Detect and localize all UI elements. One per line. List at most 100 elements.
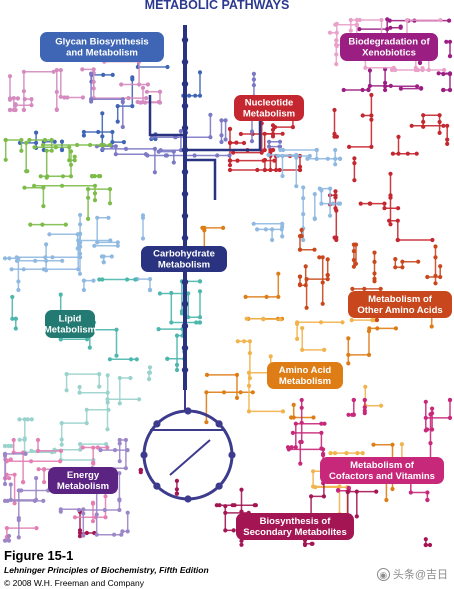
- metabolite-node: [41, 498, 46, 503]
- metabolite-node: [379, 403, 384, 408]
- metabolite-node: [223, 510, 228, 515]
- metabolite-node: [140, 236, 146, 241]
- map-title: METABOLIC PATHWAYS: [145, 0, 290, 12]
- metabolite-node: [59, 147, 65, 153]
- metabolite-node: [447, 71, 453, 77]
- label-secondary-box: [236, 513, 354, 540]
- pathway-line: [106, 398, 140, 431]
- metabolite-node: [128, 375, 133, 381]
- metabolite-node: [383, 87, 388, 93]
- metabolite-node: [90, 519, 96, 524]
- metabolite-node: [354, 489, 359, 494]
- metabolite-node: [16, 279, 21, 284]
- metabolite-node: [174, 367, 180, 373]
- metabolite-node: [59, 437, 64, 442]
- metabolite-node: [301, 212, 306, 217]
- metabolite-node: [426, 67, 431, 73]
- metabolite-node: [299, 227, 304, 233]
- metabolite-node: [35, 437, 41, 443]
- central-carbohydrate-axis: [148, 25, 262, 390]
- metabolite-node: [375, 326, 380, 331]
- metabolite-node: [11, 96, 16, 101]
- metabolite-node: [115, 240, 120, 245]
- metabolite-node: [107, 187, 113, 192]
- metabolite-node: [430, 237, 435, 243]
- metabolite-node: [232, 503, 237, 508]
- metabolite-node: [445, 137, 450, 142]
- metabolite-node: [416, 259, 421, 264]
- metabolite-node: [297, 282, 303, 287]
- metabolite-node: [328, 451, 333, 456]
- metabolite-node: [298, 439, 303, 445]
- metabolite-node: [251, 77, 256, 82]
- pathway-line: [229, 155, 277, 171]
- metabolite-node: [45, 174, 50, 179]
- pathway-line: [277, 155, 311, 177]
- metabolite-node: [349, 318, 354, 323]
- metabolite-node: [120, 97, 125, 102]
- metabolite-node: [78, 222, 83, 227]
- metabolite-node: [261, 158, 266, 163]
- metabolite-node: [346, 352, 351, 357]
- metabolite-node: [59, 139, 65, 144]
- metabolite-node: [334, 134, 339, 139]
- pathway-line: [342, 88, 370, 91]
- metabolite-node: [438, 264, 443, 269]
- metabolite-node: [312, 216, 317, 222]
- metabolite-node: [200, 225, 205, 230]
- metabolite-node: [40, 142, 46, 148]
- metabolite-node: [34, 497, 39, 502]
- metabolite-node: [91, 278, 96, 283]
- metabolite-node: [125, 277, 130, 282]
- metabolite-node: [192, 153, 197, 158]
- metabolite-node: [29, 459, 34, 464]
- metabolite-node: [246, 383, 252, 388]
- metabolite-node: [204, 390, 209, 395]
- metabolite-node: [63, 222, 68, 227]
- metabolite-node: [147, 365, 153, 370]
- label-xenobiotics-line-1: Biodegradation of: [348, 37, 430, 48]
- metabolite-node: [280, 409, 286, 414]
- metabolite-node: [81, 287, 86, 293]
- metabolite-node: [44, 242, 49, 247]
- metabolite-node: [84, 407, 89, 412]
- metabolite-node: [441, 123, 446, 128]
- metabolite-node: [8, 497, 13, 502]
- metabolite-node: [295, 336, 300, 341]
- pathway-line: [10, 477, 37, 501]
- carbohydrate-branch: [148, 95, 262, 200]
- metabolite-node: [181, 366, 189, 374]
- metabolite-node: [98, 448, 103, 453]
- metabolite-node: [106, 215, 111, 220]
- metabolite-node: [367, 83, 372, 88]
- pathway-line: [252, 223, 283, 238]
- metabolite-node: [40, 222, 45, 227]
- metabolite-node: [107, 201, 113, 206]
- metabolite-node: [95, 240, 100, 245]
- metabolite-node: [147, 377, 152, 382]
- metabolite-node: [425, 497, 430, 503]
- metabolite-node: [347, 144, 352, 149]
- label-carbohydrate-line-2: Metabolism: [158, 260, 210, 271]
- metabolite-node: [303, 264, 308, 269]
- metabolite-node: [29, 97, 34, 102]
- metabolite-node: [280, 221, 285, 226]
- metabolite-node: [344, 451, 349, 456]
- metabolite-node: [390, 486, 395, 492]
- metabolite-node: [10, 316, 15, 321]
- metabolite-node: [351, 264, 356, 269]
- metabolite-node: [109, 254, 114, 259]
- metabolite-node: [100, 146, 105, 151]
- metabolite-node: [89, 174, 95, 179]
- metabolite-node: [81, 129, 86, 135]
- metabolite-node: [271, 147, 276, 153]
- metabolite-node: [186, 291, 191, 296]
- metabolite-node: [333, 22, 338, 27]
- metabolite-node: [75, 246, 80, 251]
- metabolite-node: [400, 259, 405, 264]
- metabolite-node: [340, 320, 345, 325]
- metabolite-node: [7, 256, 12, 261]
- label-xenobiotics-line-2: Xenobiotics: [362, 48, 416, 59]
- metabolite-node: [181, 102, 189, 110]
